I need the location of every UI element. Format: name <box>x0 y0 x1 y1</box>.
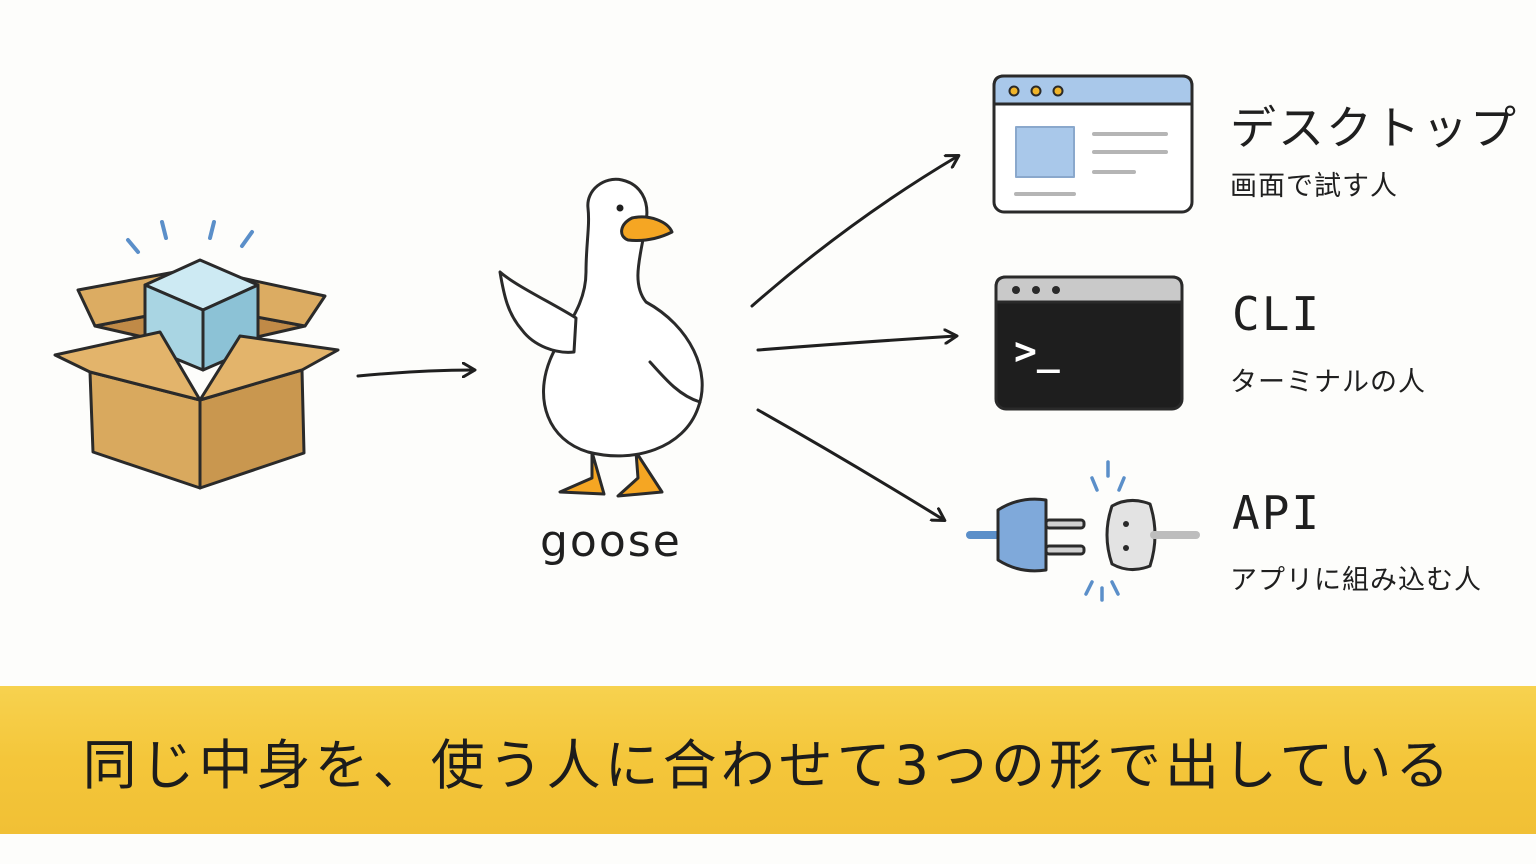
terminal-icon <box>994 275 1184 411</box>
banner-text: 同じ中身を、使う人に合わせて3つの形で出している <box>82 733 1454 797</box>
box-icon <box>53 220 340 490</box>
desktop-subtitle: 画面で試す人 <box>1230 171 1398 202</box>
api-title: API <box>1232 486 1322 540</box>
arrow-box-to-goose <box>356 370 474 376</box>
sparkle-icon <box>126 220 254 254</box>
arrow-to-cli <box>756 336 956 352</box>
goose-label: goose <box>540 516 682 567</box>
terminal-prompt: >_ <box>1014 329 1060 373</box>
plug-icon <box>966 460 1200 602</box>
api-subtitle: アプリに組み込む人 <box>1230 565 1482 596</box>
cli-subtitle: ターミナルの人 <box>1230 367 1426 398</box>
goose-icon <box>498 177 704 498</box>
desktop-title: デスクトップ <box>1230 101 1518 155</box>
banner <box>0 686 1536 834</box>
arrow-to-api <box>756 408 944 520</box>
cli-title: CLI <box>1232 287 1322 341</box>
arrow-to-desktop <box>750 156 958 308</box>
desktop-window-icon <box>992 74 1194 214</box>
